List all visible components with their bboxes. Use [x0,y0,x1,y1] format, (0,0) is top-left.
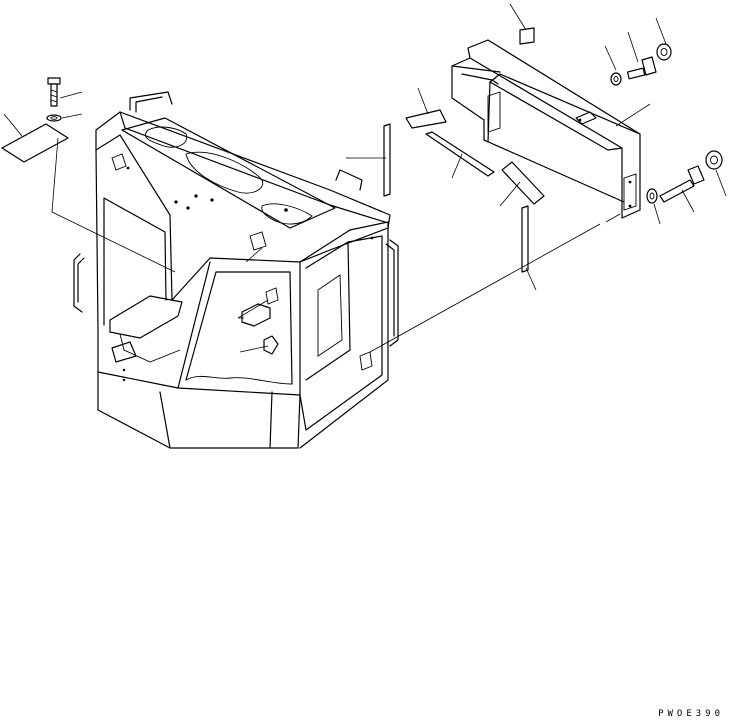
hardware-set-lower [646,150,727,225]
rear-bracket-assembly [451,39,651,219]
seal-strip-parts [350,87,545,291]
drawing-code-label: PWOE390 [658,709,724,719]
assembly-leader-lines [237,157,621,353]
bolt-washer-plate-set [1,77,176,273]
operator-cab [73,91,399,449]
hardware-set-upper [604,17,672,86]
small-tag-part [509,3,535,45]
